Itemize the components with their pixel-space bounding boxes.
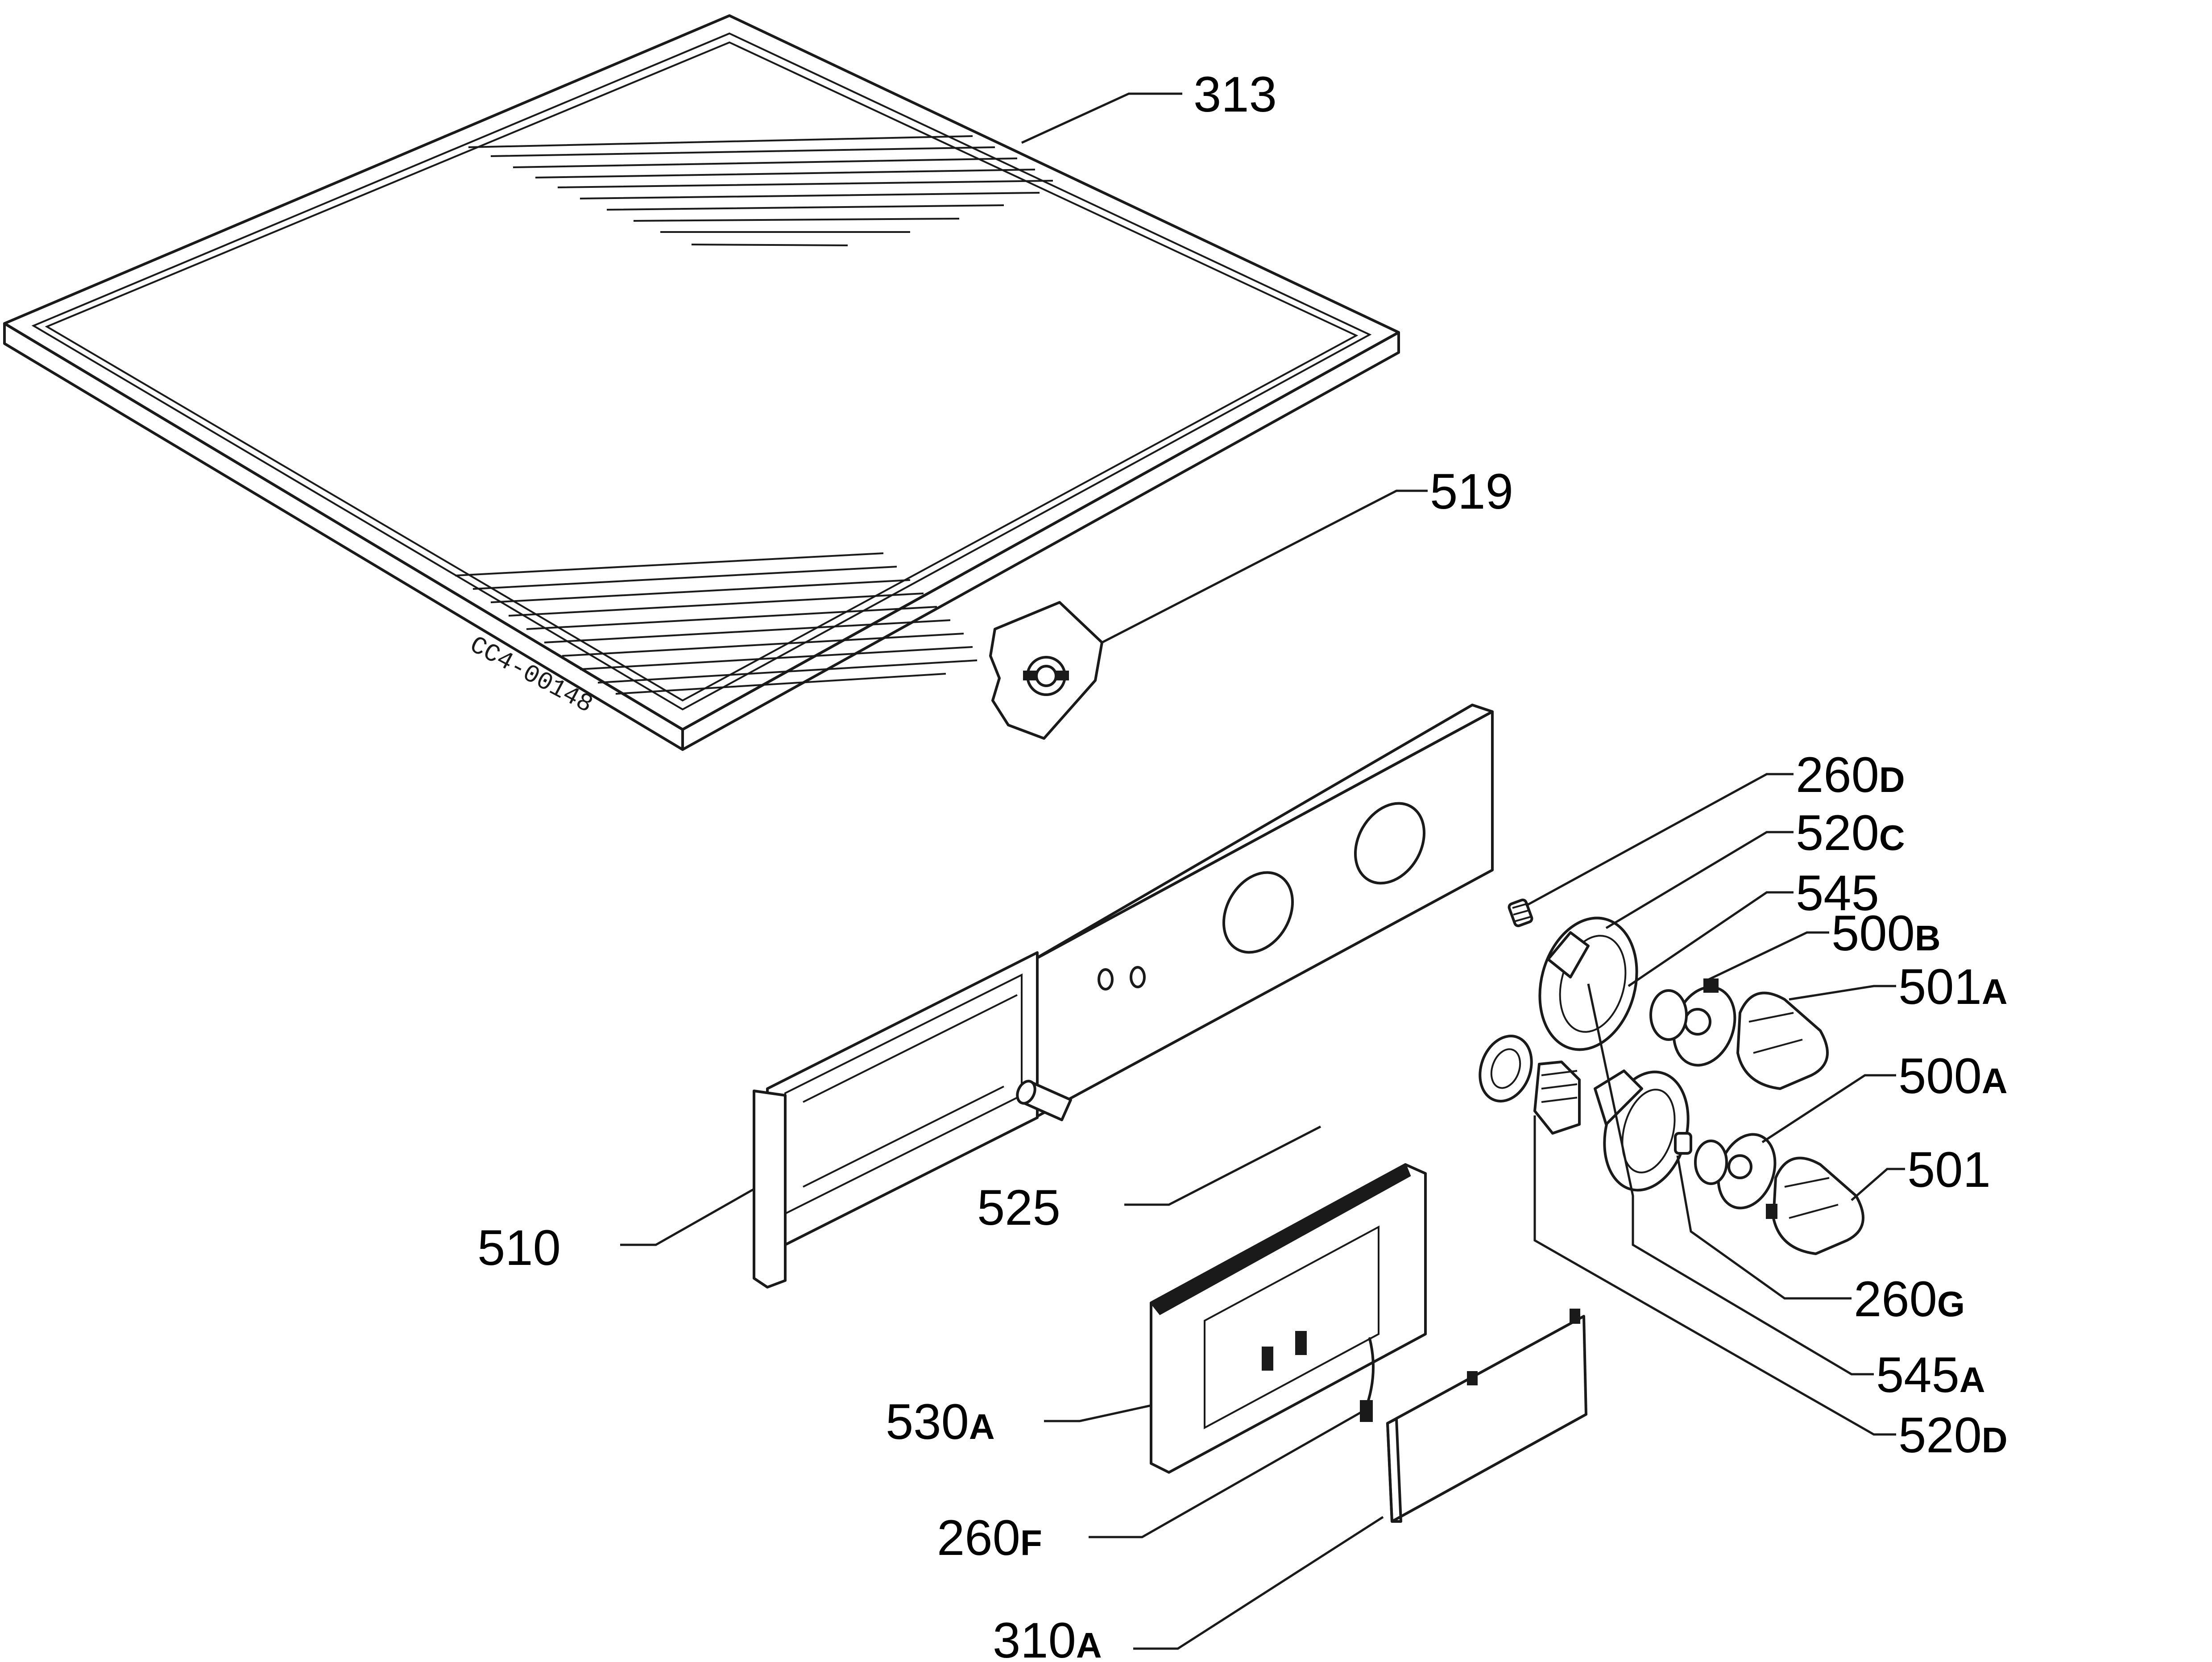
label-545: 545 bbox=[1796, 865, 1879, 921]
label-313: 313 bbox=[1193, 66, 1277, 122]
label-525: 525 bbox=[977, 1180, 1060, 1235]
drawer-front-530a bbox=[1149, 1163, 1427, 1474]
leader-310a bbox=[1133, 1516, 1384, 1650]
label-500b: 500B bbox=[1831, 905, 1941, 961]
label-520d: 520D bbox=[1898, 1407, 2008, 1463]
leader-260f bbox=[1089, 1409, 1366, 1538]
leader-500a bbox=[1761, 1074, 1896, 1144]
leader-313 bbox=[1021, 92, 1182, 144]
control-panel-510 bbox=[753, 704, 1494, 1289]
leader-260d bbox=[1525, 773, 1794, 907]
panel-shading-top bbox=[468, 135, 1053, 246]
bezel-520d bbox=[1479, 1035, 1533, 1102]
leader-545a bbox=[1587, 983, 1874, 1376]
knob-500a bbox=[1694, 1133, 1777, 1210]
screw-260d bbox=[1508, 898, 1533, 928]
label-260g: 260G bbox=[1854, 1271, 1965, 1327]
leader-510 bbox=[620, 1188, 755, 1246]
label-501a: 501A bbox=[1898, 959, 2008, 1015]
label-545a: 545A bbox=[1876, 1347, 1985, 1403]
bracket-519 bbox=[989, 601, 1103, 740]
label-519: 519 bbox=[1430, 464, 1513, 519]
worktop-panel-313: CC4-00148 bbox=[3, 14, 1400, 751]
pin-525 bbox=[1016, 1080, 1072, 1121]
leader-520d bbox=[1533, 1115, 1896, 1436]
label-260f: 260F bbox=[937, 1510, 1042, 1566]
label-530a: 530A bbox=[886, 1394, 995, 1450]
part-labels: 313 519 260D 520C 545 500B 501A 500A 501… bbox=[477, 66, 2008, 1662]
panel-shading-bottom bbox=[455, 552, 978, 695]
cover-strip-310a bbox=[1386, 1309, 1587, 1523]
label-510: 510 bbox=[477, 1220, 561, 1276]
label-520c: 520C bbox=[1796, 805, 1905, 861]
leader-530a bbox=[1044, 1404, 1152, 1422]
leader-500b bbox=[1703, 931, 1829, 983]
leader-519 bbox=[1101, 489, 1428, 644]
label-310a: 310A bbox=[993, 1612, 1102, 1662]
leader-lines bbox=[620, 92, 1905, 1650]
label-501: 501 bbox=[1907, 1142, 1991, 1198]
knob-cap-501a bbox=[1736, 991, 1829, 1090]
knob-500b bbox=[1649, 978, 1719, 1041]
leader-520c bbox=[1605, 831, 1794, 929]
screw-260g bbox=[1674, 1132, 1692, 1155]
spring-545a bbox=[1533, 1061, 1581, 1135]
leader-525 bbox=[1124, 1125, 1321, 1206]
label-260d: 260D bbox=[1796, 747, 1905, 803]
knob-cap-501 bbox=[1766, 1156, 1864, 1255]
leader-545 bbox=[1628, 891, 1794, 987]
leader-501a bbox=[1789, 985, 1896, 1001]
label-500a: 500A bbox=[1898, 1048, 2008, 1104]
leader-260g bbox=[1676, 1155, 1852, 1300]
leader-501 bbox=[1851, 1168, 1905, 1201]
